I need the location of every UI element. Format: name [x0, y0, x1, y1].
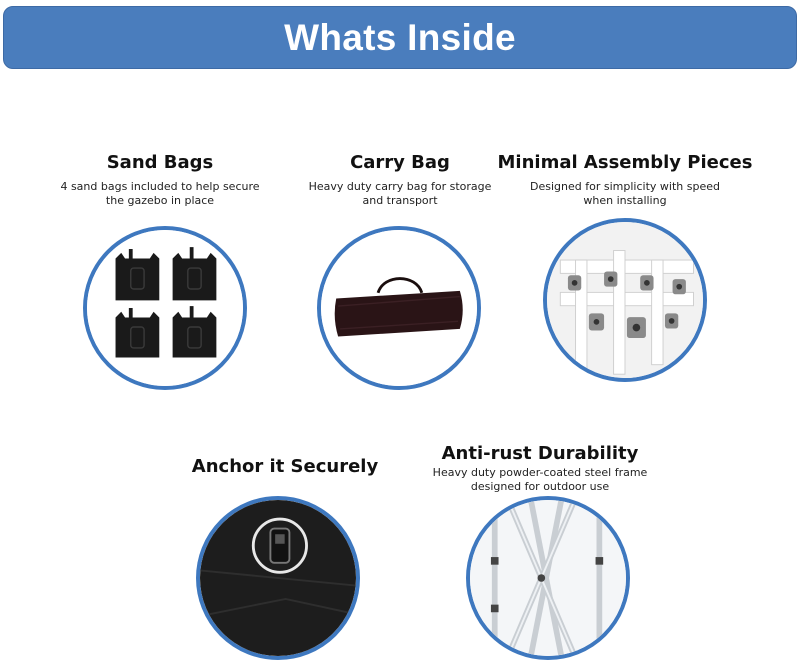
steel-frame-image [466, 496, 630, 660]
feature-description-line: 4 sand bags included to help secure [60, 180, 260, 193]
feature-description-line: when installing [583, 194, 667, 207]
anchor-image [196, 496, 360, 660]
feature-assembly-pieces: Minimal Assembly Pieces Designed for sim… [490, 152, 760, 208]
feature-title: Anti-rust Durability [441, 443, 639, 464]
feature-description-line: Heavy duty powder-coated steel frame [432, 466, 648, 479]
feature-description-line: and transport [362, 194, 438, 207]
feature-description-line: the gazebo in place [105, 194, 215, 207]
sand-bags-icon [87, 230, 243, 386]
feature-description: Heavy duty powder-coated steel frame des… [410, 466, 670, 494]
page-title: Whats Inside [284, 16, 516, 58]
feature-anti-rust: Anti-rust Durability Heavy duty powder-c… [410, 443, 670, 494]
assembly-pieces-image [543, 218, 707, 382]
feature-carry-bag: Carry Bag Heavy duty carry bag for stora… [280, 152, 520, 208]
feature-description-line: Designed for simplicity with speed [530, 180, 720, 193]
feature-title: Carry Bag [350, 152, 450, 173]
feature-description: 4 sand bags included to help secure the … [40, 180, 280, 208]
header-banner: Whats Inside [3, 6, 797, 69]
feature-description-line: Heavy duty carry bag for storage [308, 180, 492, 193]
feature-sand-bags: Sand Bags 4 sand bags included to help s… [40, 152, 280, 208]
feature-description-line: designed for outdoor use [470, 480, 610, 493]
carry-bag-icon [321, 230, 477, 386]
feature-anchor: Anchor it Securely [160, 456, 410, 478]
feature-title: Anchor it Securely [191, 456, 379, 477]
feature-title: Sand Bags [106, 152, 214, 173]
feature-description: Designed for simplicity with speed when … [490, 180, 760, 208]
carry-bag-image [317, 226, 481, 390]
feature-title: Minimal Assembly Pieces [497, 152, 753, 173]
assembly-pieces-icon [547, 222, 703, 378]
feature-description: Heavy duty carry bag for storage and tra… [280, 180, 520, 208]
steel-frame-icon [470, 500, 626, 656]
sand-bags-image [83, 226, 247, 390]
anchor-icon [200, 500, 356, 656]
